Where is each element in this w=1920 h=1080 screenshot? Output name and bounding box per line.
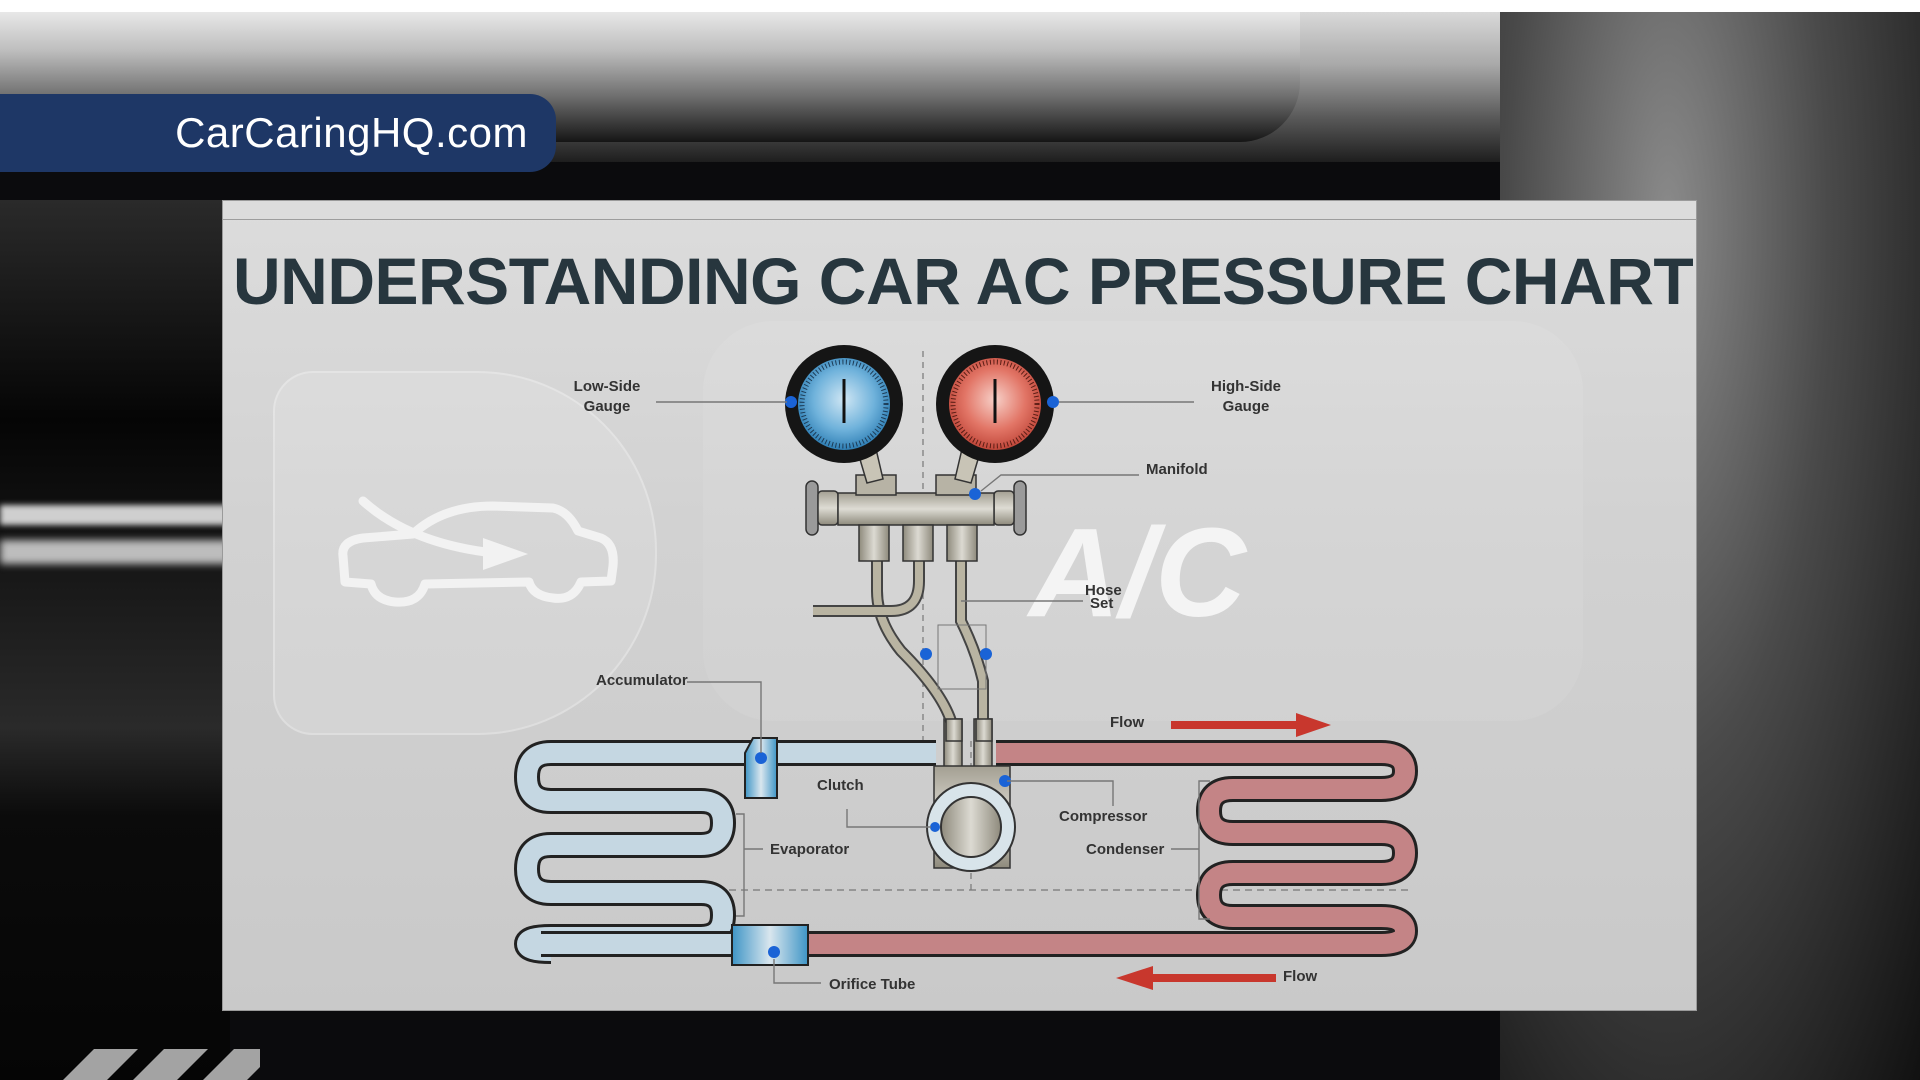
trim-highlight bbox=[0, 505, 230, 525]
top-border bbox=[0, 0, 1920, 12]
label-low-side-gauge: Low-Side bbox=[574, 378, 641, 395]
site-banner[interactable]: CarCaringHQ.com bbox=[0, 94, 556, 172]
label-evaporator: Evaporator bbox=[770, 841, 849, 858]
door-pocket-background bbox=[0, 200, 230, 1080]
label-high-side-gauge: Gauge bbox=[1223, 398, 1270, 415]
label-accumulator: Accumulator bbox=[596, 672, 688, 689]
site-name: CarCaringHQ.com bbox=[175, 109, 528, 156]
label-hose-set: Set bbox=[1090, 595, 1113, 612]
manifold bbox=[805, 447, 1027, 562]
label-manifold: Manifold bbox=[1146, 461, 1208, 478]
divider bbox=[223, 219, 1696, 220]
condenser-coil bbox=[801, 740, 1418, 957]
decorative-slashes bbox=[63, 1049, 260, 1080]
page-title: UNDERSTANDING CAR AC PRESSURE CHART bbox=[233, 244, 1694, 318]
ac-system-diagram: A/C bbox=[514, 345, 1418, 993]
label-low-side-gauge: Gauge bbox=[584, 398, 631, 415]
label-compressor: Compressor bbox=[1059, 808, 1148, 825]
ac-watermark: A/C bbox=[1026, 502, 1248, 643]
label-flow-top: Flow bbox=[1110, 714, 1144, 731]
diagram-panel: UNDERSTANDING CAR AC PRESSURE CHART bbox=[222, 200, 1697, 1011]
hose-set bbox=[813, 561, 993, 742]
label-clutch: Clutch bbox=[817, 777, 864, 794]
label-hose-set: Hose bbox=[1085, 582, 1122, 599]
label-condenser: Condenser bbox=[1086, 841, 1165, 858]
flow-arrow-right bbox=[1171, 713, 1331, 737]
low-side-gauge bbox=[785, 345, 903, 463]
accumulator bbox=[744, 737, 778, 799]
label-high-side-gauge: High-Side bbox=[1211, 378, 1281, 395]
orifice-tube bbox=[731, 924, 809, 966]
trim-highlight bbox=[0, 540, 230, 564]
car-trunk-open-icon bbox=[338, 496, 618, 607]
evaporator-coil bbox=[514, 740, 936, 964]
high-side-gauge bbox=[936, 345, 1059, 463]
flow-arrow-left bbox=[1116, 966, 1276, 990]
label-orifice-tube: Orifice Tube bbox=[829, 976, 915, 993]
label-flow-bottom: Flow bbox=[1283, 968, 1317, 985]
